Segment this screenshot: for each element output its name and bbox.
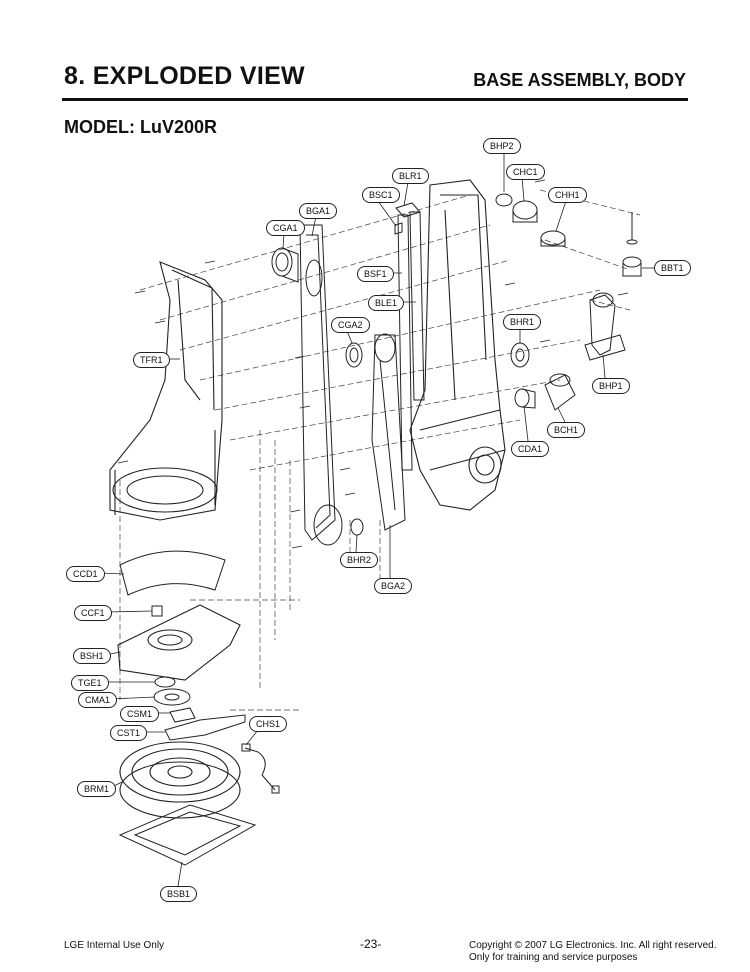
hinge-chh1 (540, 230, 566, 247)
stopper-cst1 (164, 714, 246, 741)
ring-cga2 (345, 342, 363, 368)
bumper-bhp2 (495, 193, 513, 207)
screw-bsc1 (394, 222, 403, 235)
part-label-cst1: CST1 (110, 725, 148, 741)
base-plate-bsb1 (118, 804, 257, 866)
cord-cover-ccd1 (119, 550, 226, 596)
part-label-chc1: CHC1 (506, 164, 545, 180)
part-label-chh1: CHH1 (548, 187, 587, 203)
part-label-cda1: CDA1 (511, 441, 550, 457)
motor-cma1 (153, 688, 191, 706)
reel-brm1 (119, 741, 241, 819)
cover-bch1 (544, 373, 576, 411)
gasket-strip-2 (371, 333, 406, 531)
part-label-cma1: CMA1 (78, 692, 118, 708)
footer-internal-use: LGE Internal Use Only (64, 940, 165, 951)
leader-lines (99, 152, 654, 887)
part-label-bbt1: BBT1 (654, 260, 691, 276)
part-label-ccd1: CCD1 (66, 566, 105, 582)
shroud-bsh1 (117, 604, 241, 681)
damper-cda1 (514, 388, 536, 409)
part-label-blr1: BLR1 (392, 168, 429, 184)
section-subtitle: BASE ASSEMBLY, BODY (473, 70, 686, 90)
motor-csm1 (169, 707, 196, 723)
frame-part (109, 261, 223, 521)
model-label: MODEL: LuV200R (64, 117, 218, 137)
part-label-brm1: BRM1 (77, 781, 117, 797)
part-label-cga1: CGA1 (266, 220, 305, 236)
part-label-csm1: CSM1 (120, 706, 160, 722)
part-label-bsh1: BSH1 (73, 648, 111, 664)
page-number: -23- (360, 937, 382, 951)
part-label-tfr1: TFR1 (133, 352, 170, 368)
copyright-line: Copyright © 2007 LG Electronics. Inc. Al… (469, 940, 717, 951)
holder-bhr1 (510, 342, 530, 368)
hose-clamp-chc1 (512, 200, 538, 223)
gear-tge1 (154, 676, 176, 688)
part-label-bhp2: BHP2 (483, 138, 521, 154)
part-label-bhr1: BHR1 (503, 314, 542, 330)
page-title: 8. EXPLODED VIEW (64, 62, 305, 90)
part-label-bga2: BGA2 (374, 578, 413, 594)
screws (117, 179, 629, 549)
part-label-chs1: CHS1 (249, 716, 288, 732)
footer-copyright: Copyright © 2007 LG Electronics. Inc. Al… (469, 940, 716, 964)
part-label-ble1: BLE1 (368, 295, 405, 311)
holder-bhr2 (350, 518, 364, 536)
main-body (409, 179, 506, 511)
switch-chs1 (241, 743, 280, 794)
part-label-bsf1: BSF1 (357, 266, 394, 282)
ring-cga1 (271, 247, 299, 283)
cord-fixer-ccf1 (151, 605, 163, 617)
rod-ble1 (409, 211, 425, 401)
rod-bsf1 (397, 214, 413, 471)
part-label-bhp1: BHP1 (592, 378, 630, 394)
part-label-bch1: BCH1 (547, 422, 586, 438)
header-rule (62, 98, 688, 101)
training-note: Only for training and service purposes (469, 952, 638, 963)
part-label-bsb1: BSB1 (160, 886, 198, 902)
part-label-bhr2: BHR2 (340, 552, 379, 568)
button-bbt1 (622, 212, 642, 277)
part-label-cga2: CGA2 (331, 317, 370, 333)
part-label-tge1: TGE1 (71, 675, 109, 691)
part-label-bga1: BGA1 (299, 203, 338, 219)
part-label-bsc1: BSC1 (362, 187, 400, 203)
pedal-bhp1 (584, 292, 626, 361)
gasket-strip-1 (299, 224, 343, 546)
part-label-ccf1: CCF1 (74, 605, 112, 621)
latch-blr1 (395, 202, 421, 218)
assembly-guide-lines (119, 189, 641, 711)
